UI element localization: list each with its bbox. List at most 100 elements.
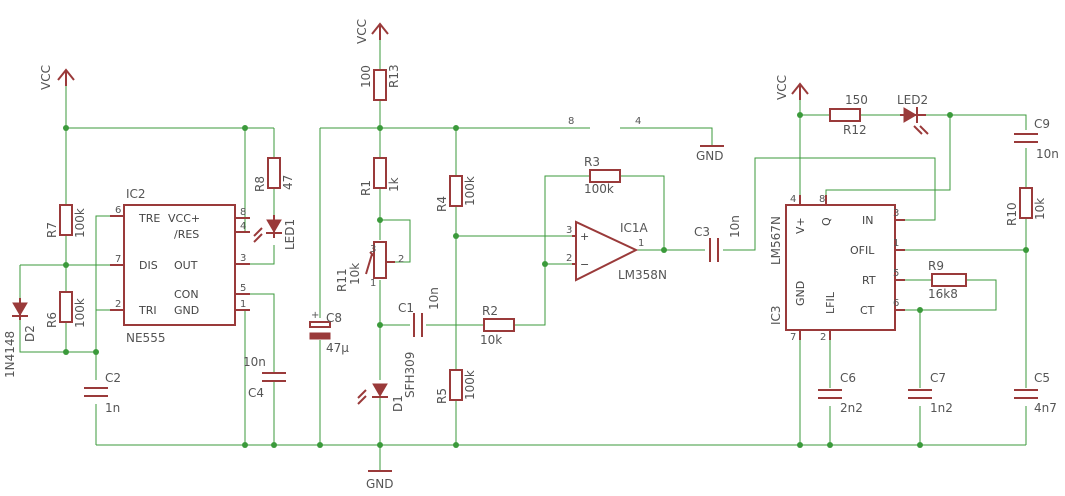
resistor-r7: R7 100k xyxy=(45,204,87,238)
parts-r3-value-label: 100k xyxy=(584,182,614,196)
parts-r12-value-label: 150 xyxy=(845,93,868,107)
ic3-nums-p2-label: 2 xyxy=(820,332,826,343)
parts-r13-name-label: R13 xyxy=(387,64,401,88)
parts-r6-value-label: 100k xyxy=(73,298,87,328)
ic2-nums-p3-label: 3 xyxy=(240,253,246,264)
resistor-r1: R1 1k xyxy=(359,157,401,196)
parts-r11-name-label: R11 xyxy=(335,268,349,292)
parts-r11-value-label: 10k xyxy=(348,263,362,285)
ic1a-name: IC1A xyxy=(620,221,649,235)
ic1a-p1-label: 1 xyxy=(638,238,644,249)
ic3-pins-ofil-label: OFIL xyxy=(850,244,875,257)
led-led1: LED1 xyxy=(253,215,297,250)
supply-gnd-label: GND xyxy=(696,149,724,163)
parts-c4-value-label: 10n xyxy=(243,355,266,369)
ic3-part: LM567N xyxy=(769,216,783,265)
diode-d2: D2 1N4148 xyxy=(3,298,37,378)
parts-r4-value-label: 100k xyxy=(463,176,477,206)
ic3-nums-p5-label: 5 xyxy=(893,268,899,279)
parts-r7-value-label: 100k xyxy=(73,208,87,238)
led-led2: LED2 xyxy=(897,93,929,135)
ic1a-p2-label: 2 xyxy=(566,253,572,264)
vcc-symbol-left: VCC xyxy=(39,65,75,90)
capacitor-c3: C3 10n xyxy=(694,215,742,262)
parts-r2-value-label: 10k xyxy=(480,333,502,347)
junctions xyxy=(63,112,1029,448)
ic3-pins-q-label: Q xyxy=(820,217,833,226)
parts-c1-name-label: C1 xyxy=(398,301,414,315)
ic3-nums-p7-label: 7 xyxy=(790,332,796,343)
resistor-r4: R4 100k xyxy=(435,175,477,212)
parts-c2-name-label: C2 xyxy=(105,371,121,385)
svg-text:+: + xyxy=(311,310,319,321)
parts-r12-name-label: R12 xyxy=(843,123,867,137)
ic2-pins-out-label: OUT xyxy=(174,259,198,272)
ic2-nums-p1-label: 1 xyxy=(240,299,246,310)
ic2-ne555: IC2 NE555 TRE VCC+ /RES DIS OUT TRI CON … xyxy=(110,187,250,345)
parts-r8-value-label: 47 xyxy=(281,175,295,190)
parts-led1-name-label: LED1 xyxy=(283,219,297,250)
parts-r11-p3-label: 3 xyxy=(370,244,376,255)
parts-r6-name-label: R6 xyxy=(45,312,59,328)
parts-d1-value-label: SFH309 xyxy=(403,352,417,398)
ic2-nums-p8-label: 8 xyxy=(240,207,246,218)
parts-c6-value-label: 2n2 xyxy=(840,401,863,415)
parts-d2-name-label: D2 xyxy=(23,325,37,342)
parts-r7-name-label: R7 xyxy=(45,222,59,238)
ic3-pins-in-label: IN xyxy=(862,214,873,227)
ic3-nums-p3-label: 3 xyxy=(893,208,899,219)
capacitor-c8-polarized: + C8 47µ xyxy=(309,310,349,355)
parts-c8-name-label: C8 xyxy=(326,311,342,325)
parts-r10-name-label: R10 xyxy=(1005,202,1019,226)
ic3-pins-ct-label: CT xyxy=(860,304,875,317)
potentiometer-r11: R11 10k 3 2 1 xyxy=(335,241,404,292)
ic2-pins-res-label: /RES xyxy=(174,228,199,241)
supply-gnd-label: GND xyxy=(366,477,394,491)
parts-r9-value-label: 16k8 xyxy=(928,287,958,301)
ic2-pins-gnd-label: GND xyxy=(174,304,199,317)
ic2-nums-p5-label: 5 xyxy=(240,283,246,294)
resistor-r12: 150 R12 xyxy=(829,93,868,137)
parts-r10-value-label: 10k xyxy=(1033,198,1047,220)
parts-c7-value-label: 1n2 xyxy=(930,401,953,415)
vcc-symbol-mid: VCC xyxy=(355,19,389,44)
ic2-nums-p4-label: 4 xyxy=(240,221,246,232)
net-number-4: 4 xyxy=(635,116,641,127)
ic3-pins-lfil-label: LFIL xyxy=(824,291,837,314)
resistor-r9: R9 16k8 xyxy=(928,259,967,301)
capacitor-c2: C2 1n xyxy=(84,371,121,415)
supply-vcc-label: VCC xyxy=(39,65,53,90)
ic3-pins-gnd-label: GND xyxy=(794,281,807,306)
parts-led2-name-label: LED2 xyxy=(897,93,928,107)
ic2-pins-tri-label: TRI xyxy=(138,304,157,317)
ic3-nums-p6-label: 6 xyxy=(893,298,899,309)
parts-r8-name-label: R8 xyxy=(253,176,267,192)
parts-r11-p1-label: 1 xyxy=(370,278,376,289)
ic2-nums-p7-label: 7 xyxy=(115,254,121,265)
resistor-r10: R10 10k xyxy=(1005,187,1047,226)
parts-c9-value-label: 10n xyxy=(1036,147,1059,161)
capacitor-c5: C5 4n7 xyxy=(1014,371,1057,415)
parts-c7-name-label: C7 xyxy=(930,371,946,385)
resistor-r8: R8 47 xyxy=(253,157,295,192)
resistor-r6: R6 100k xyxy=(45,291,87,328)
parts-c5-name-label: C5 xyxy=(1034,371,1050,385)
parts-r1-value-label: 1k xyxy=(387,177,401,192)
supply-vcc-label: VCC xyxy=(775,75,789,100)
ic3-nums-p8-label: 8 xyxy=(819,194,825,205)
parts-c3-name-label: C3 xyxy=(694,225,710,239)
resistor-r3: R3 100k xyxy=(584,155,621,196)
ic2-nums-p6-label: 6 xyxy=(115,205,121,216)
parts-r3-name-label: R3 xyxy=(584,155,600,169)
ic2-part: NE555 xyxy=(126,331,165,345)
parts-c8-value-label: 47µ xyxy=(326,341,349,355)
resistor-r2: R2 10k xyxy=(480,304,515,347)
parts-c2-value-label: 1n xyxy=(105,401,120,415)
parts-r4-name-label: R4 xyxy=(435,196,449,212)
ic3-lm567n: LM567N IC3 V+ Q IN OFIL RT GND LFIL CT 4… xyxy=(769,194,905,343)
ic2-nums-p2-label: 2 xyxy=(115,299,121,310)
capacitor-c4: 10n C4 xyxy=(243,355,286,400)
capacitor-c6: C6 2n2 xyxy=(818,371,863,415)
parts-c4-name-label: C4 xyxy=(248,386,264,400)
